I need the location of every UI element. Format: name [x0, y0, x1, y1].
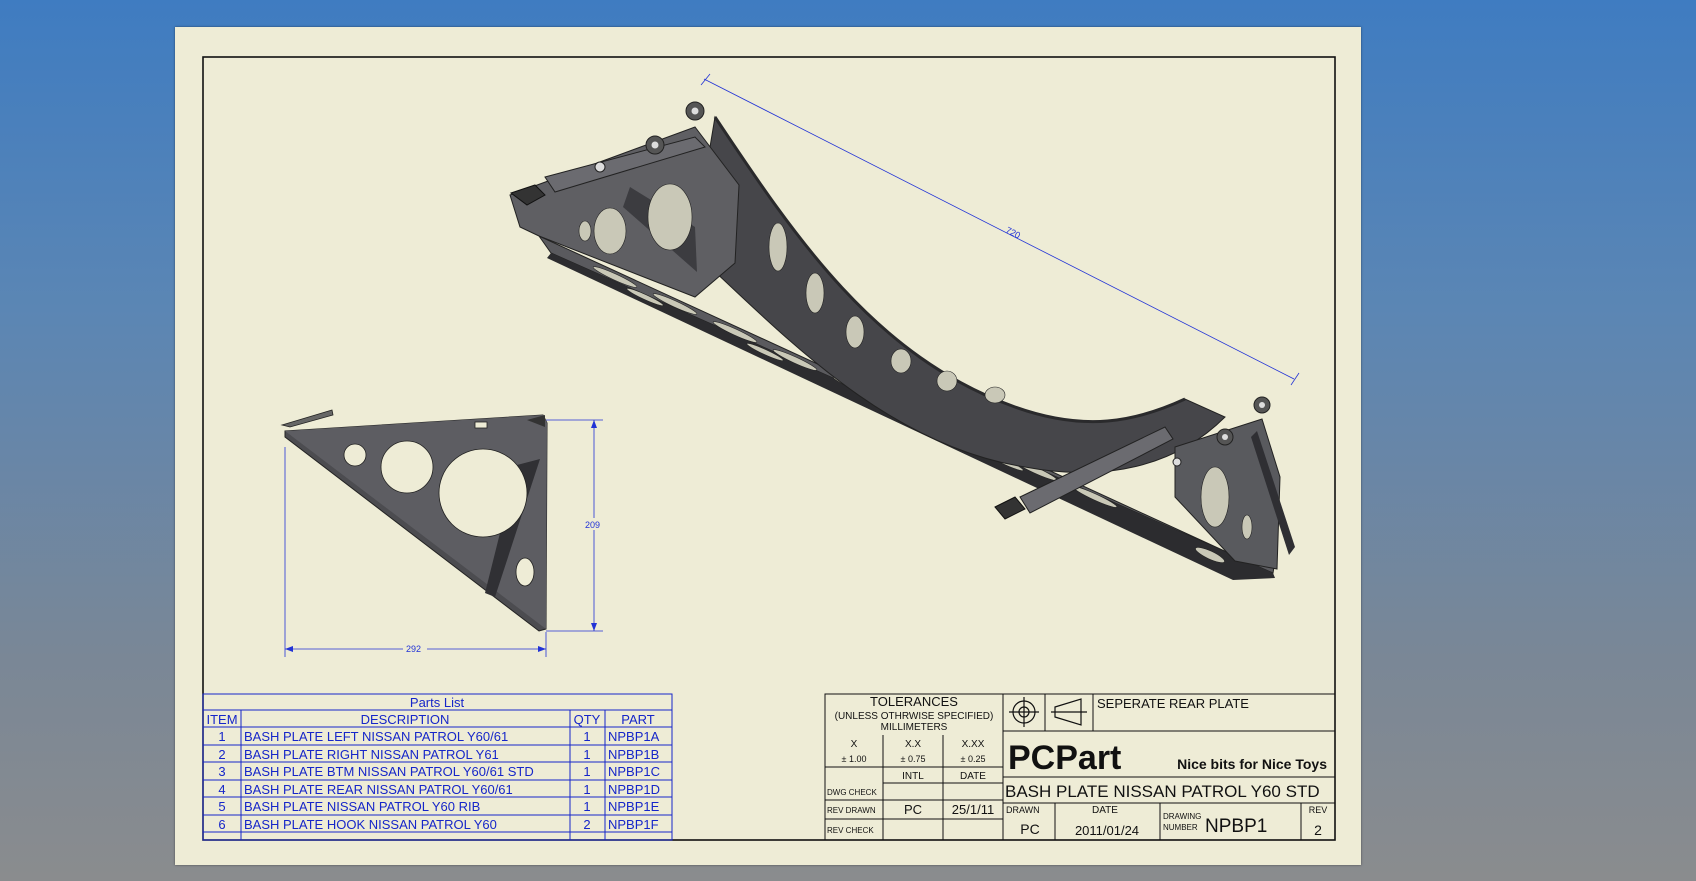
parts-row-description: BASH PLATE HOOK NISSAN PATROL Y60	[244, 817, 497, 832]
side-view-holes	[343, 421, 535, 587]
drawing-title: BASH PLATE NISSAN PATROL Y60 STD	[1005, 782, 1320, 801]
parts-row-item: 5	[218, 799, 225, 814]
right-rib	[1251, 431, 1295, 555]
left-side-plate	[509, 126, 740, 298]
parts-row-part: NPBP1C	[608, 764, 660, 779]
side-view	[280, 409, 548, 632]
drawn-value: PC	[1020, 821, 1039, 837]
parts-list	[202, 693, 673, 841]
rear-plate-top-edge	[713, 116, 1186, 424]
rev-label: REV	[1309, 805, 1328, 815]
dimension-label-width: 292	[406, 644, 421, 654]
date-value: 2011/01/24	[1075, 823, 1139, 838]
company-slogan: Nice bits for Nice Toys	[1177, 756, 1327, 772]
parts-row-qty: 2	[583, 817, 590, 832]
parts-row-part: NPBP1A	[608, 729, 660, 744]
intl-header: INTL	[902, 771, 924, 782]
hook-right	[994, 396, 1271, 520]
dimension-side-width: 292	[284, 447, 547, 657]
drawing-number: NPBP1	[1205, 816, 1267, 837]
parts-header-part: PART	[621, 712, 655, 727]
projection-cone-icon	[1051, 698, 1087, 726]
drawn-label: DRAWN	[1006, 805, 1040, 815]
technical-drawing: 720 209 292	[202, 56, 1336, 841]
rear-plate-slots	[768, 222, 1006, 404]
dimension-label-height: 209	[585, 520, 600, 530]
parts-list-title: Parts List	[410, 695, 465, 710]
rear-curved-plate	[709, 115, 1226, 474]
hook-left	[509, 101, 706, 206]
parts-row-qty: 1	[583, 747, 590, 762]
tol-xx-value: ± 0.75	[901, 754, 926, 764]
parts-header-qty: QTY	[574, 712, 601, 727]
drawing-number-label-2: NUMBER	[1163, 823, 1198, 832]
tolerances-heading: TOLERANCES	[870, 694, 958, 709]
parts-row-part: NPBP1D	[608, 782, 660, 797]
tol-x-label: X	[851, 739, 858, 750]
company-logo: PCPart	[1008, 739, 1121, 777]
parts-row-part: NPBP1F	[608, 817, 659, 832]
dimension-label-long: 720	[1004, 225, 1022, 241]
rev-drawn-date: 25/1/11	[952, 802, 994, 817]
parts-header-item: ITEM	[206, 712, 237, 727]
rev-drawn-intl: PC	[904, 802, 922, 817]
drawing-sheet: 720 209 292	[175, 27, 1361, 865]
parts-row-description: BASH PLATE LEFT NISSAN PATROL Y60/61	[244, 729, 508, 744]
parts-row-description: BASH PLATE BTM NISSAN PATROL Y60/61 STD	[244, 764, 534, 779]
right-plate-holes	[1195, 466, 1253, 563]
parts-row-qty: 1	[583, 799, 590, 814]
parts-row-qty: 1	[583, 782, 590, 797]
tolerances-units: MILLIMETERS	[881, 722, 948, 733]
parts-row-description: BASH PLATE RIGHT NISSAN PATROL Y61	[244, 747, 499, 762]
parts-row-item: 2	[218, 747, 225, 762]
drawing-border	[202, 56, 1336, 841]
rev-value: 2	[1314, 822, 1322, 838]
tol-xx-label: X.X	[905, 739, 921, 750]
parts-row-item: 3	[218, 764, 225, 779]
left-plate-holes	[578, 183, 693, 255]
parts-row-qty: 1	[583, 729, 590, 744]
parts-row-part: NPBP1E	[608, 799, 660, 814]
parts-header-description: DESCRIPTION	[361, 712, 450, 727]
parts-row-qty: 1	[583, 764, 590, 779]
tol-xxx-value: ± 0.25	[961, 754, 986, 764]
date-header: DATE	[960, 771, 986, 782]
parts-row-description: BASH PLATE REAR NISSAN PATROL Y60/61	[244, 782, 513, 797]
tol-x-value: ± 1.00	[842, 754, 867, 764]
parts-row-item: 6	[218, 817, 225, 832]
drawing-number-label: DRAWING	[1163, 812, 1201, 821]
drawing-note: SEPERATE REAR PLATE	[1097, 696, 1249, 711]
date-label: DATE	[1092, 805, 1118, 816]
first-angle-target-icon	[1009, 697, 1039, 727]
dwg-check-label: DWG CHECK	[827, 788, 877, 797]
rev-check-label: REV CHECK	[827, 826, 874, 835]
isometric-view	[509, 101, 1295, 580]
parts-row-part: NPBP1B	[608, 747, 659, 762]
rev-drawn-label: REV DRAWN	[827, 806, 876, 815]
parts-row-item: 1	[218, 729, 225, 744]
parts-row-description: BASH PLATE NISSAN PATROL Y60 RIB	[244, 799, 480, 814]
tolerances-note: (UNLESS OTHRWISE SPECIFIED)	[835, 711, 994, 722]
tol-xxx-label: X.XX	[962, 739, 985, 750]
title-block	[824, 693, 1336, 841]
dimension-side-height: 209	[546, 419, 603, 632]
parts-row-item: 4	[218, 782, 225, 797]
